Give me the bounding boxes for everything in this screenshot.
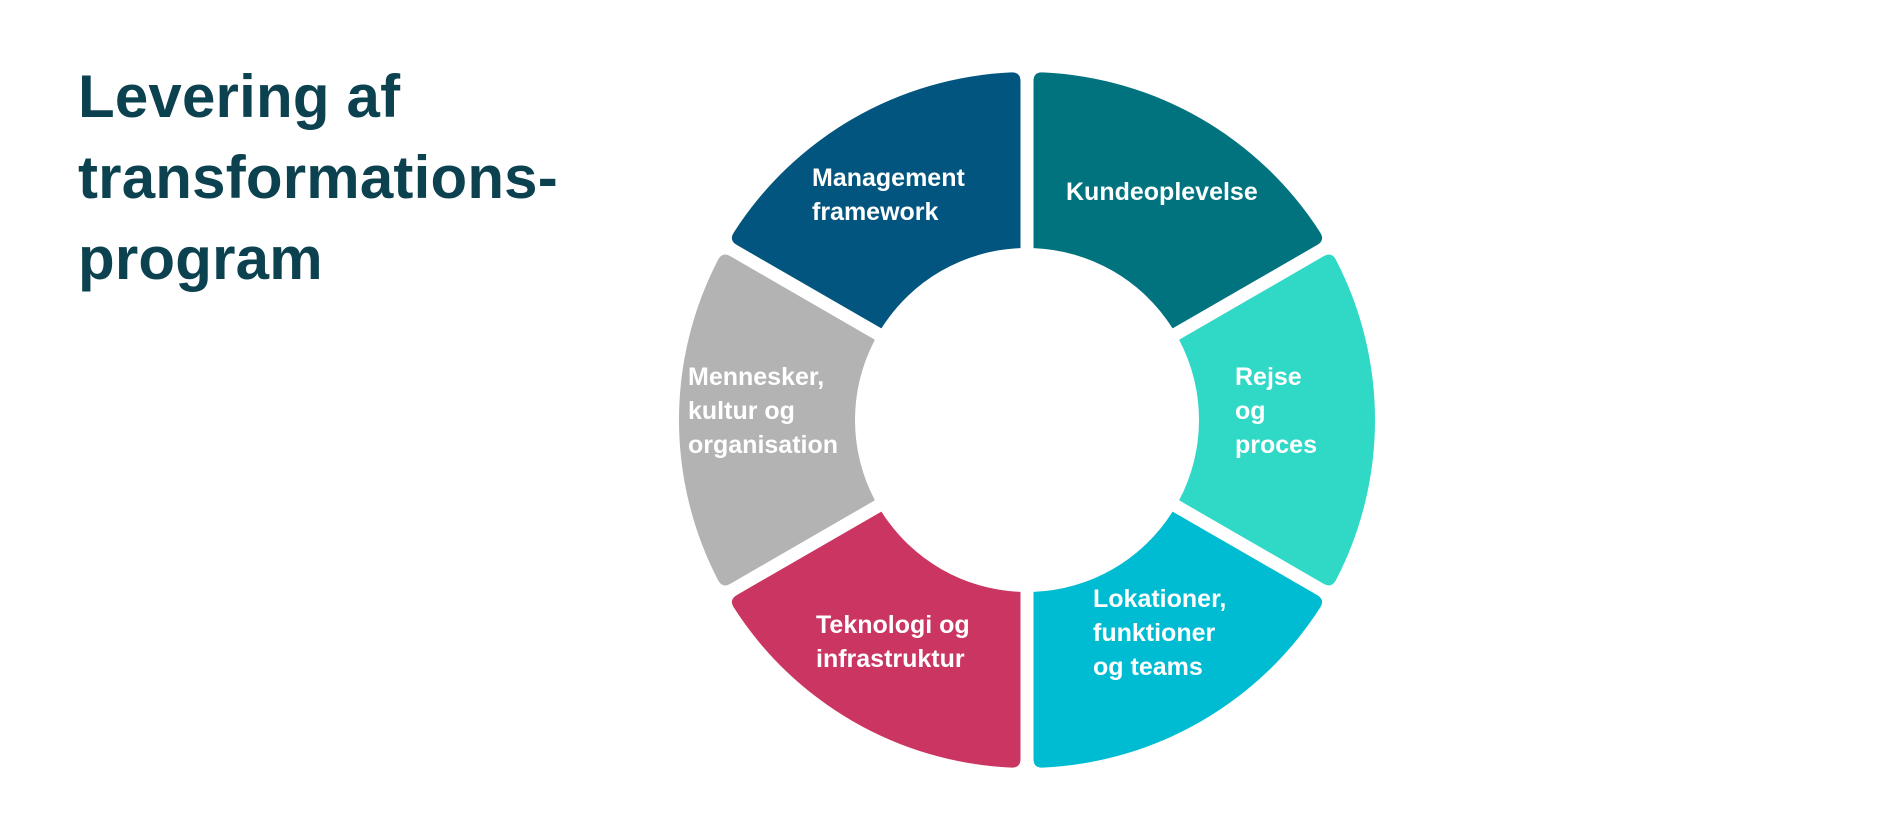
title-line-2: transformations-: [78, 144, 558, 211]
segment-label-line: og: [1235, 397, 1266, 425]
segment-label-line: infrastruktur: [816, 645, 965, 673]
segment-kundeoplevelse: [1033, 72, 1323, 329]
wheel-segments: [678, 72, 1376, 768]
segment-label-line: funktioner: [1093, 619, 1215, 647]
segment-lokationer-funktioner-og-teams: [1033, 511, 1323, 768]
segment-label-line: og teams: [1093, 653, 1203, 681]
segment-teknologi-og-infrastruktur: [731, 511, 1021, 768]
segment-label-management-framework: Management framework: [812, 164, 965, 226]
segment-label-rejse-og-proces: Rejse og proces: [1235, 363, 1317, 459]
diagram-title: Levering af transformations- program: [78, 56, 638, 299]
segment-label-lokationer-funktioner-og-teams: Lokationer, funktioner og teams: [1093, 585, 1226, 681]
title-line-3: program: [78, 225, 323, 292]
segment-rejse-og-proces: [1179, 254, 1376, 586]
title-line-1: Levering af: [78, 63, 401, 130]
segment-label-line: Rejse: [1235, 363, 1302, 391]
segment-label-teknologi-og-infrastruktur: Teknologi og infrastruktur: [816, 611, 970, 673]
segment-label-kundeoplevelse: Kundeoplevelse: [1066, 178, 1258, 206]
segment-label-mennesker-kultur-og-organisation: Mennesker, kultur og organisation: [688, 363, 838, 459]
segment-label-line: Lokationer,: [1093, 585, 1226, 613]
segment-label-line: Mennesker,: [688, 363, 824, 391]
segment-label-line: Teknologi og: [816, 611, 970, 639]
segment-label-line: Management: [812, 164, 965, 192]
segment-label-line: organisation: [688, 431, 838, 459]
segment-label-line: proces: [1235, 431, 1317, 459]
segment-label-line: kultur og: [688, 397, 795, 425]
segment-label-line: framework: [812, 198, 939, 226]
segment-mennesker-kultur-og-organisation: [678, 254, 875, 586]
segment-label-line: Kundeoplevelse: [1066, 178, 1258, 206]
segment-management-framework: [731, 72, 1021, 329]
